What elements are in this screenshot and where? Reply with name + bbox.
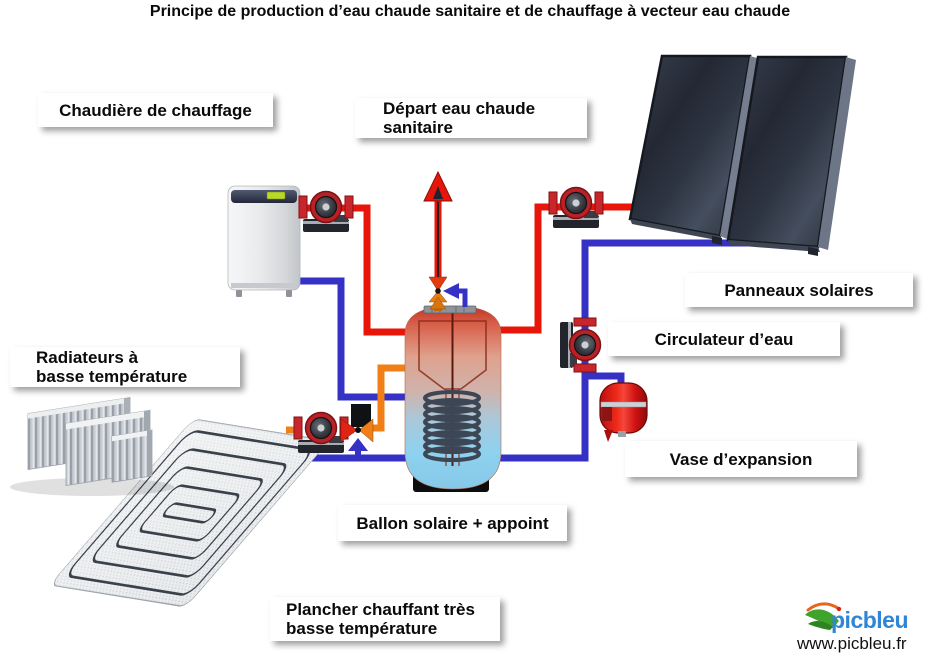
picbleu-bird-icon xyxy=(803,601,843,638)
label-underfloor-heating: Plancher chauffant très basse températur… xyxy=(270,597,500,641)
label-boiler: Chaudière de chauffage xyxy=(38,93,273,127)
three-way-valve xyxy=(340,404,374,451)
radiator xyxy=(111,429,153,483)
boiler xyxy=(227,185,301,297)
label-solar-panels: Panneaux solaires xyxy=(685,273,913,307)
boiler-pump-icon xyxy=(298,190,354,232)
thermostatic-mixing-valve xyxy=(428,276,468,311)
solar-pump-icon xyxy=(548,186,604,228)
radiators-shadow xyxy=(10,478,174,496)
inner-vessel xyxy=(418,320,487,390)
water-circulator-pump-icon xyxy=(560,317,602,373)
boiler-display xyxy=(266,191,286,200)
label-dhw-outlet: Départ eau chaude sanitaire xyxy=(355,98,587,138)
solar-panel xyxy=(726,55,856,256)
picbleu-logo-text: picbleu xyxy=(831,607,909,633)
dhw-outlet-arrow xyxy=(423,170,453,278)
label-expansion-vessel: Vase d’expansion xyxy=(625,441,857,477)
label-water-circulator: Circulateur d’eau xyxy=(608,322,840,356)
label-solar-tank: Ballon solaire + appoint xyxy=(338,505,567,541)
picbleu-website-url: www.picbleu.fr xyxy=(797,634,907,653)
heat-exchanger-coil xyxy=(423,390,481,462)
label-radiators: Radiateurs à basse température xyxy=(10,347,240,387)
boiler-return-pipe xyxy=(298,277,418,401)
radiators xyxy=(27,396,153,487)
expansion-vessel xyxy=(599,382,648,442)
solar-panel xyxy=(628,54,757,245)
floor-mixed-pipe xyxy=(370,364,418,432)
storage-tank xyxy=(404,305,502,492)
page-title: Principe de production d’eau chaude sani… xyxy=(149,3,791,20)
underfloor-heating xyxy=(53,419,326,607)
floor-coil-loops xyxy=(68,430,311,596)
